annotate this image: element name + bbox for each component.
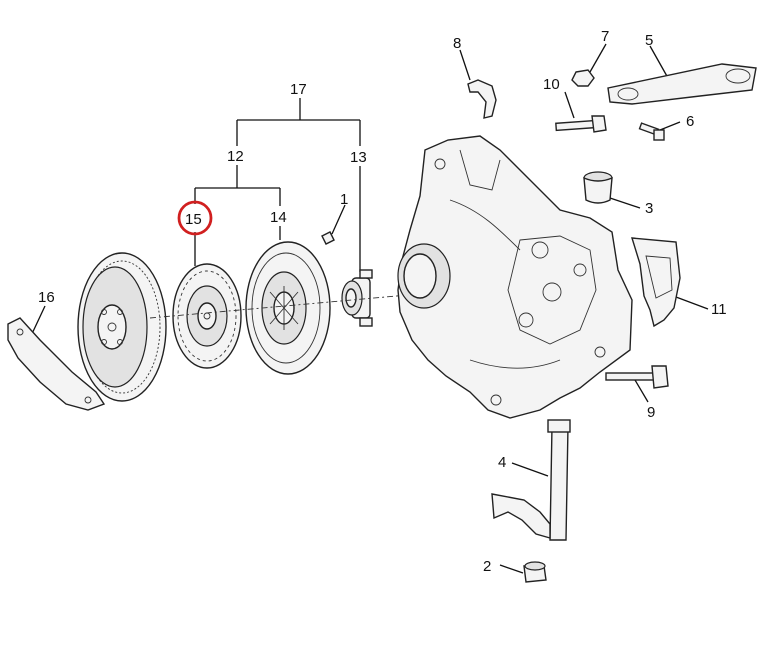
shift-shaft-part bbox=[491, 419, 571, 541]
callout-13: 13 bbox=[350, 149, 367, 166]
clutch-disc-part bbox=[172, 263, 242, 369]
collar-part bbox=[523, 561, 547, 583]
callout-14: 14 bbox=[270, 209, 287, 226]
bolt-7-part bbox=[571, 69, 595, 87]
callout-4: 4 bbox=[498, 454, 506, 471]
callout-3: 3 bbox=[645, 200, 653, 217]
callout-16: 16 bbox=[38, 289, 55, 306]
flywheel-part bbox=[77, 252, 167, 402]
callout-9: 9 bbox=[647, 404, 655, 421]
bushing-part bbox=[583, 171, 613, 204]
highlight-circle-15 bbox=[177, 200, 213, 236]
callout-2: 2 bbox=[483, 558, 491, 575]
pressure-plate-part bbox=[245, 241, 331, 375]
bracket-part bbox=[467, 79, 497, 119]
callout-1: 1 bbox=[340, 191, 348, 208]
callout-15: 15 bbox=[185, 211, 202, 228]
assembly-bracket-17 bbox=[236, 98, 361, 146]
callout-10: 10 bbox=[543, 76, 560, 93]
assembly-bracket-12 bbox=[194, 165, 281, 206]
clip-part bbox=[321, 231, 335, 245]
bolt-9-part bbox=[605, 365, 669, 389]
flywheel-cover-plate-part bbox=[7, 317, 106, 411]
callout-12: 12 bbox=[227, 148, 244, 165]
shield-part bbox=[631, 237, 681, 328]
transmission-case-part bbox=[397, 135, 633, 419]
callout-8: 8 bbox=[453, 35, 461, 52]
release-bearing-part bbox=[341, 269, 373, 327]
callout-17: 17 bbox=[290, 81, 307, 98]
callout-7: 7 bbox=[601, 28, 609, 45]
callout-labels: 1 2 3 4 5 6 7 8 9 10 11 12 13 14 15 16 1… bbox=[38, 28, 727, 575]
callout-6: 6 bbox=[686, 113, 694, 130]
bolt-6-part bbox=[638, 122, 665, 141]
bolt-10-part bbox=[555, 115, 607, 133]
callout-5: 5 bbox=[645, 32, 653, 49]
support-bar-part bbox=[607, 63, 757, 105]
callout-11: 11 bbox=[711, 301, 727, 318]
